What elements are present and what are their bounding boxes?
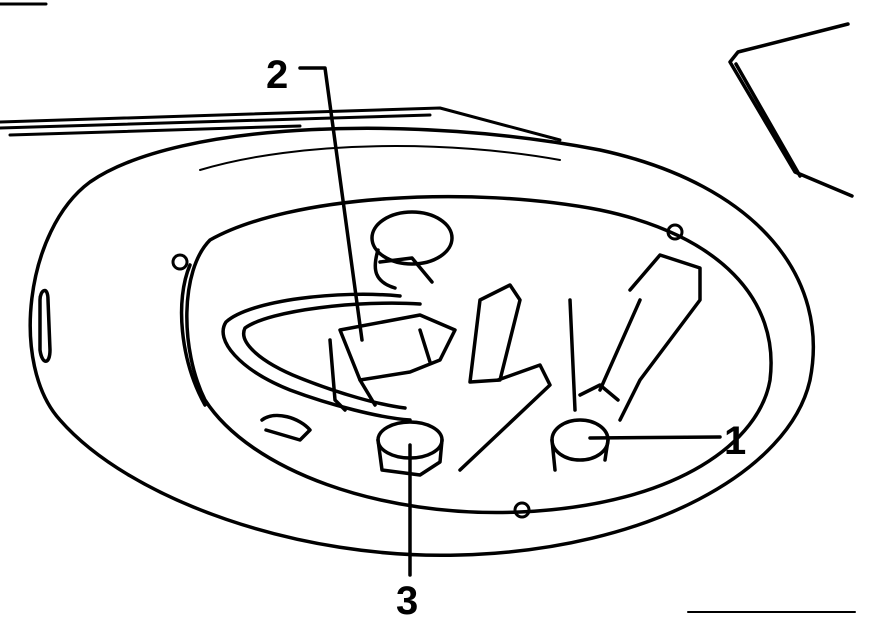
- bolt-right: [666, 223, 684, 241]
- callout-label-2: 2: [266, 53, 288, 97]
- bolt-bottom: [513, 501, 531, 519]
- fuel-pump-assembly: [221, 210, 702, 477]
- floor-panel-lines: [0, 2, 856, 613]
- callout-label-1: 1: [724, 419, 746, 463]
- ring-bolts: [171, 223, 684, 519]
- tank-outer-flange: [28, 126, 816, 558]
- access-panel-corner: [728, 22, 854, 198]
- leader-line-1: [588, 435, 722, 440]
- bolt-left: [171, 253, 189, 271]
- leader-line-2: [298, 66, 364, 342]
- access-ring: [179, 194, 773, 515]
- callout-label-3: 3: [396, 579, 418, 620]
- leader-lines: [298, 66, 722, 577]
